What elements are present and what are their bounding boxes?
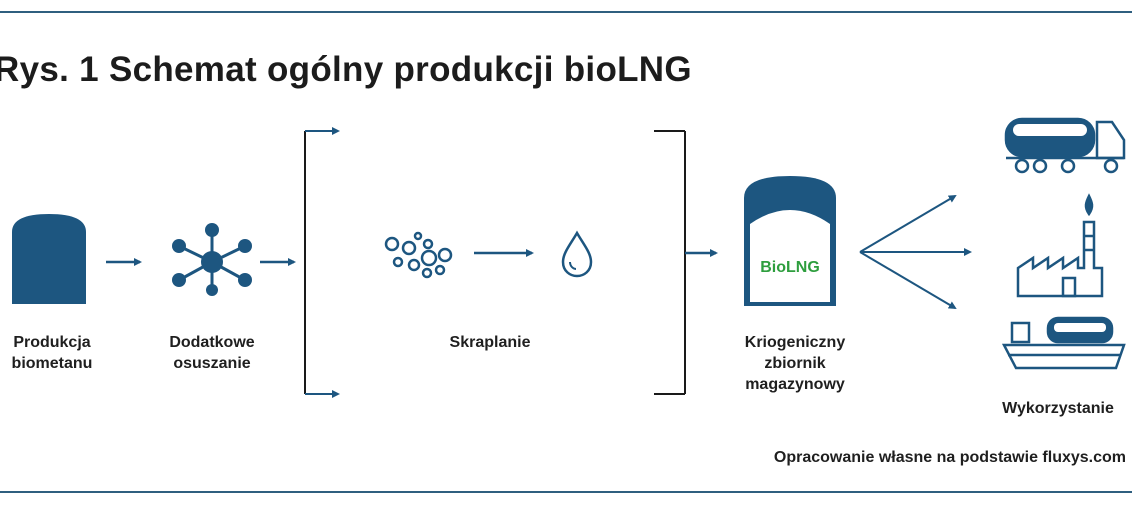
label-line: Dodatkowe osuszanie <box>169 334 255 372</box>
arrow-to-truck <box>859 194 957 253</box>
label-line: Produkcja biometanu <box>11 334 93 372</box>
storage-tank-icon <box>12 214 86 304</box>
source-note: Opracowanie własne na podstawie fluxys.c… <box>773 449 1126 466</box>
truck-icon <box>1004 117 1126 174</box>
factory-icon <box>1016 193 1104 298</box>
label-wykorzystanie: Wykorzystanie <box>988 398 1128 419</box>
ship-icon <box>1001 316 1126 370</box>
top-rule <box>0 11 1132 13</box>
label-kriogeniczny-zbiornik: Kriogeniczny zbiornik magazynowy <box>730 332 860 395</box>
right-bracket <box>654 130 686 395</box>
label-line: Kriogeniczny zbiornik magazynowy <box>744 334 846 393</box>
label-line: Wykorzystanie <box>1002 400 1114 417</box>
figure-title: Rys. 1 Schemat ogólny produkcji bioLNG <box>0 50 692 89</box>
bubbles-icon <box>384 231 453 279</box>
tank-label: BioLNG <box>760 259 820 276</box>
label-dodatkowe-osuszanie: Dodatkowe osuszanie <box>156 332 268 374</box>
cryogenic-tank-icon: BioLNG <box>744 176 836 306</box>
arrow-to-ship <box>859 251 957 310</box>
bottom-rule <box>0 491 1132 493</box>
label-skraplanie: Skraplanie <box>430 332 550 353</box>
label-produkcja-biometanu: Produkcja biometanu <box>0 332 108 374</box>
label-line: Skraplanie <box>449 334 531 351</box>
molecule-icon <box>172 223 252 296</box>
droplet-icon <box>561 230 593 278</box>
